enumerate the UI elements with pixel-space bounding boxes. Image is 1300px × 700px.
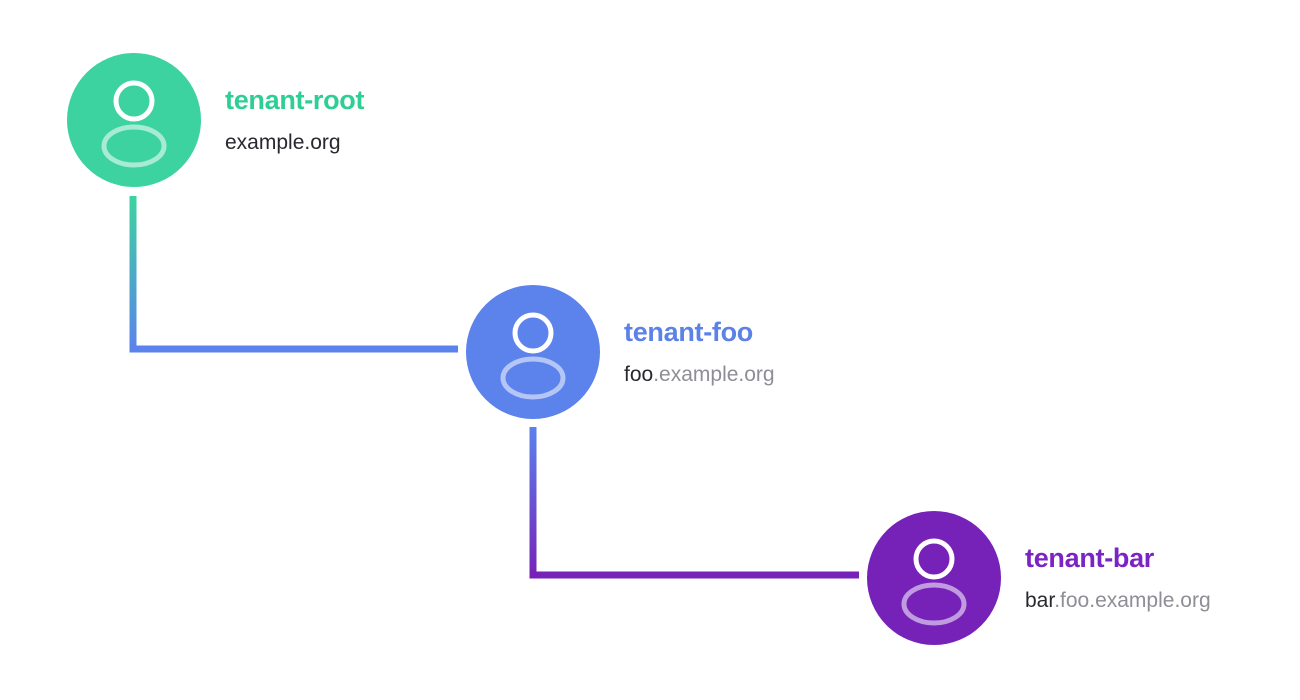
user-avatar-icon (101, 80, 167, 168)
tenant-domain-tenant-foo: foo.example.org (624, 363, 775, 386)
tenant-node-tenant-foo[interactable]: tenant-foo foo.example.org (466, 285, 775, 419)
tenant-title-tenant-foo: tenant-foo (624, 317, 753, 348)
tenant-domain-prefix-tenant-bar: bar (1025, 588, 1055, 612)
tenant-avatar-tenant-foo[interactable] (466, 285, 600, 419)
connector-root-to-foo-vertical (129, 196, 137, 353)
tenant-avatar-tenant-root[interactable] (67, 53, 201, 187)
tenant-domain-tenant-root: example.org (225, 131, 364, 154)
tenant-domain-suffix-tenant-bar: .foo.example.org (1054, 588, 1211, 612)
tenant-text-tenant-foo: tenant-foo foo.example.org (624, 317, 775, 386)
tenant-node-tenant-bar[interactable]: tenant-bar bar.foo.example.org (867, 511, 1211, 645)
tenant-domain-suffix-tenant-foo: .example.org (653, 362, 775, 386)
tenant-title-tenant-root: tenant-root (225, 85, 365, 116)
tenant-domain-prefix-tenant-root: example.org (225, 130, 341, 154)
connector-foo-to-bar-horizontal (529, 571, 859, 579)
connector-foo-to-bar-vertical (529, 427, 537, 579)
tenant-text-tenant-bar: tenant-bar bar.foo.example.org (1025, 543, 1211, 612)
user-avatar-icon (500, 312, 566, 400)
tenant-domain-tenant-bar: bar.foo.example.org (1025, 589, 1211, 612)
tenant-domain-prefix-tenant-foo: foo (624, 362, 654, 386)
tenant-text-tenant-root: tenant-root example.org (225, 85, 365, 154)
connector-root-to-foo-horizontal (129, 345, 458, 353)
tenant-avatar-tenant-bar[interactable] (867, 511, 1001, 645)
tenant-title-tenant-bar: tenant-bar (1025, 543, 1155, 574)
tenant-node-tenant-root[interactable]: tenant-root example.org (67, 53, 364, 187)
user-avatar-icon (901, 538, 967, 626)
